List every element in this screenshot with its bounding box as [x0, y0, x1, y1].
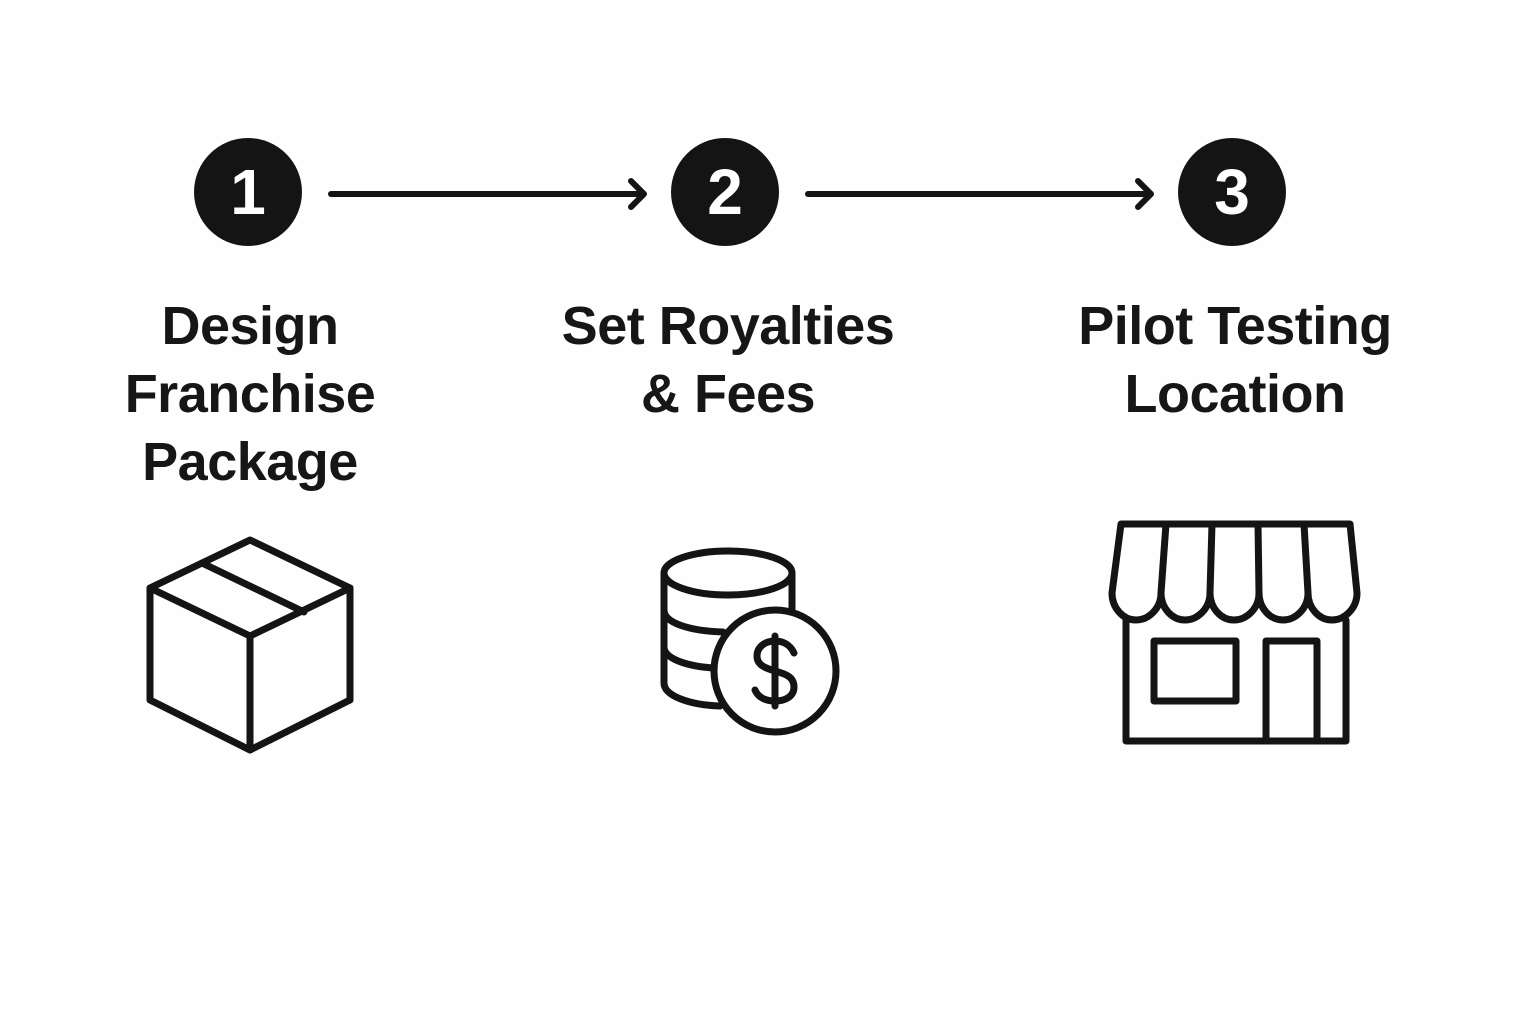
step-3-title-line: Location: [1124, 364, 1347, 424]
step-1-number: 1: [230, 156, 266, 228]
arrow-right-icon: [805, 178, 1154, 210]
arrow-right-icon: [328, 178, 647, 210]
step-1-title-line: Franchise: [124, 364, 376, 424]
step-1-badge: 1: [194, 138, 302, 246]
step-3-title-line: Pilot Testing: [1078, 296, 1392, 356]
step-2-title: Set Royalties & Fees: [478, 292, 978, 428]
step-2-number: 2: [707, 156, 743, 228]
step-3-title: Pilot Testing Location: [985, 292, 1485, 428]
step-1-title-line: Package: [142, 432, 358, 492]
storefront-icon: [1108, 520, 1361, 745]
step-3-badge: 3: [1178, 138, 1286, 246]
step-2-badge: 2: [671, 138, 779, 246]
step-1-title-line: Design: [161, 296, 339, 356]
step-1-title: Design Franchise Package: [50, 292, 450, 496]
step-3-number: 3: [1214, 156, 1250, 228]
step-2-title-line: & Fees: [640, 364, 816, 424]
box-icon: [146, 536, 354, 754]
step-2-title-line: Set Royalties: [561, 296, 895, 356]
coins-dollar-icon: [660, 547, 840, 736]
